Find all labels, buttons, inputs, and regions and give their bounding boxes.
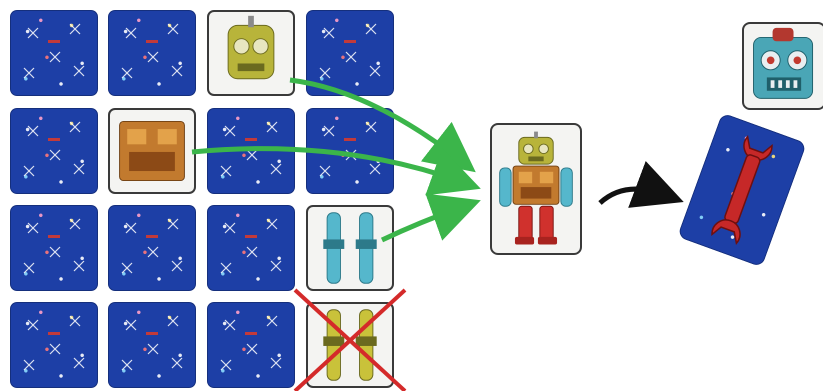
card-back-stars-icon (220, 315, 282, 371)
face-down-card[interactable] (108, 10, 196, 96)
face-down-card[interactable] (10, 108, 98, 194)
card-back-stars-icon (23, 315, 85, 371)
card-back-stars-icon (23, 23, 85, 79)
face-down-card[interactable] (306, 108, 394, 194)
face-down-card[interactable] (108, 302, 196, 388)
card-back-stars-icon (23, 218, 85, 274)
robot-head-yellow-icon (227, 15, 275, 80)
face-down-card[interactable] (207, 108, 295, 194)
face-down-card[interactable] (108, 205, 196, 291)
face-up-card-robot-legs-yellow[interactable] (306, 302, 394, 388)
card-back-stars-icon (319, 23, 381, 79)
arrow-to-wrench (598, 161, 684, 208)
card-back-stars-icon (319, 121, 381, 177)
face-down-card[interactable] (10, 10, 98, 96)
face-up-card-robot-legs-blue[interactable] (306, 205, 394, 291)
card-back-stars-icon (121, 218, 183, 274)
face-down-card[interactable] (306, 10, 394, 96)
face-up-card-robot-body-orange[interactable] (108, 108, 196, 194)
reference-robot-card[interactable] (742, 22, 823, 110)
assembled-robot-card[interactable] (490, 123, 582, 255)
face-down-card[interactable] (207, 205, 295, 291)
card-back-stars-icon (220, 121, 282, 177)
arrow-from-legs (380, 193, 481, 243)
card-back-stars-icon (220, 218, 282, 274)
card-back-stars-icon (121, 315, 183, 371)
wrench-icon (711, 135, 773, 245)
robot-legs-yellow-icon (323, 309, 377, 381)
face-down-card[interactable] (10, 205, 98, 291)
face-down-card[interactable] (207, 302, 295, 388)
wrench-card[interactable] (677, 112, 807, 268)
card-back-stars-icon (121, 23, 183, 79)
assembled-robot-icon (499, 131, 573, 245)
face-up-card-robot-head-yellow[interactable] (207, 10, 295, 96)
robot-body-orange-icon (119, 120, 185, 182)
robot-head-teal-icon (753, 27, 814, 99)
card-back-stars-icon (23, 121, 85, 177)
robot-legs-blue-icon (323, 212, 377, 284)
face-down-card[interactable] (10, 302, 98, 388)
